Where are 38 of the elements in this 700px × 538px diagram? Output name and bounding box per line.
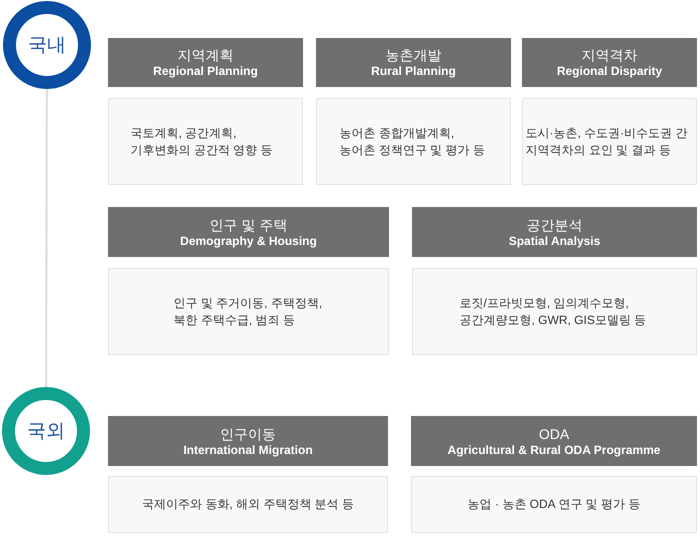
heading-text: 농촌개발	[386, 46, 442, 64]
description-box	[522, 98, 697, 185]
ring-circle: 국외	[2, 387, 90, 475]
header-box	[108, 207, 389, 257]
subheading-text: Demography & Housing	[180, 234, 317, 248]
subheading-text: Regional Disparity	[556, 64, 662, 79]
description-box	[316, 98, 511, 185]
description-box	[412, 268, 697, 355]
description-text: 도시·농촌, 수도권·비수도권 간 지역격차의 요인 및 결과 등	[526, 124, 688, 158]
subheading-text: Rural Planning	[371, 64, 456, 79]
heading-text: 인구이동	[220, 424, 276, 442]
header-box	[108, 416, 388, 466]
subheading-text: International Migration	[183, 442, 313, 458]
description-text: 국토계획, 공간계획, 기후변화의 공간적 영향 등	[130, 124, 274, 158]
description-box	[108, 476, 388, 533]
heading-text: 인구 및 주택	[210, 216, 288, 234]
header-box	[411, 416, 697, 466]
description-text: 농어촌 종합개발계획, 농어촌 정책연구 및 평가 등	[340, 124, 486, 158]
description-box	[108, 98, 303, 185]
header-box	[108, 38, 303, 87]
description-text: 농업 · 농촌 ODA 연구 및 평가 등	[468, 496, 640, 513]
ring-circle: 국내	[3, 1, 91, 89]
connector-line	[45, 89, 48, 387]
header-box	[316, 38, 511, 87]
description-text: 국제이주와 동화, 해외 주택정책 분석 등	[142, 496, 354, 513]
heading-text: ODA	[538, 424, 570, 442]
heading-text: 지역격차	[582, 46, 638, 64]
subheading-text: Spatial Analysis	[508, 234, 600, 248]
subheading-text: Agricultural & Rural ODA Programme	[448, 442, 660, 458]
description-box	[108, 268, 389, 355]
header-box	[522, 38, 697, 87]
description-text: 로짓/프라빗모형, 임의계수모형, 공간계량모형, GWR, GIS모델링 등	[460, 294, 648, 328]
description-text: 인구 및 주거이동, 주택정책, 북한 주택수급, 범죄 등	[174, 294, 324, 328]
description-box	[411, 476, 697, 533]
heading-text: 지역계획	[178, 46, 234, 64]
header-box	[412, 207, 697, 257]
heading-text: 공간분석	[526, 216, 582, 234]
subheading-text: Regional Planning	[153, 64, 258, 79]
